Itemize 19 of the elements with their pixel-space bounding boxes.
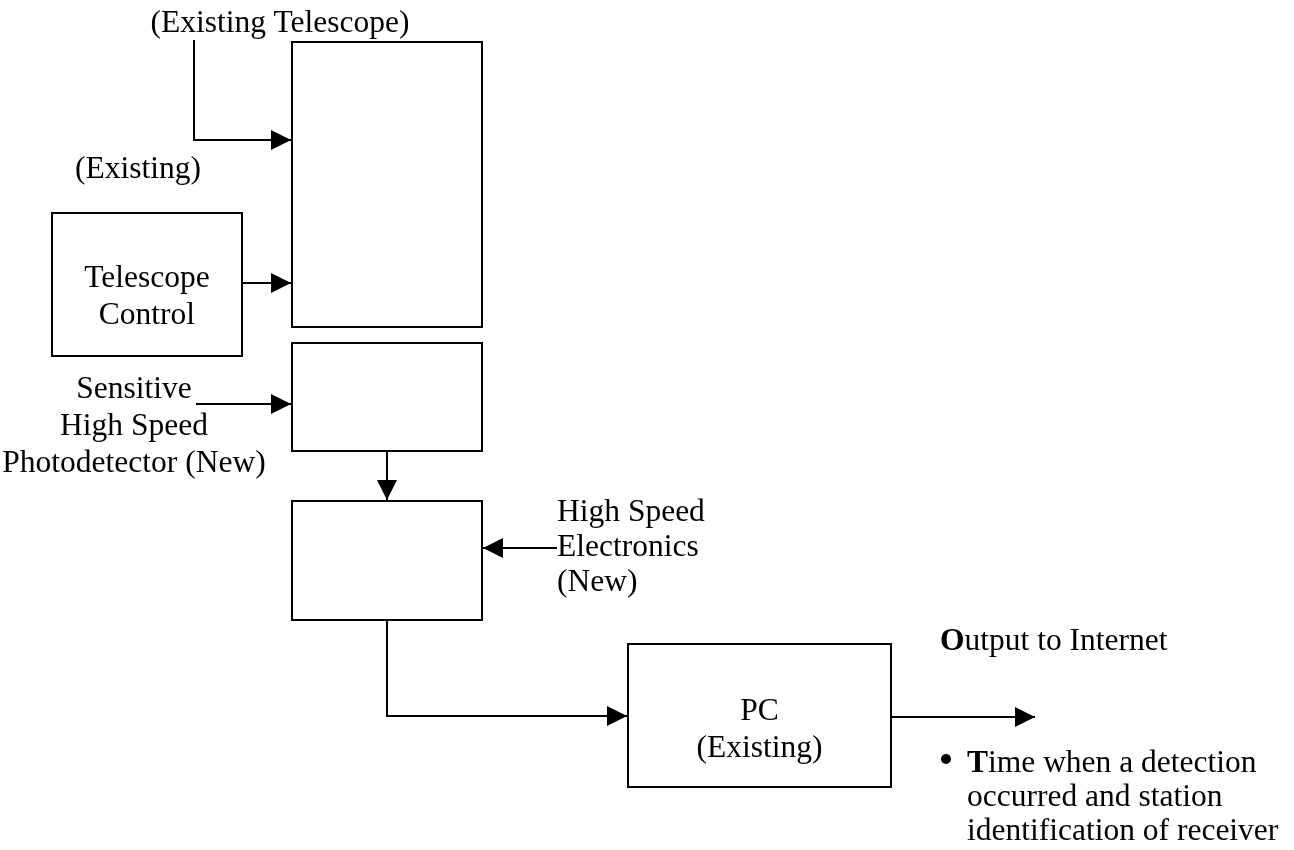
annotation-text: High Speed Electronics (New) [557,493,727,598]
photodetector-block [291,342,483,452]
node-label: Telescope Control [84,258,210,332]
telescope-block [291,41,483,328]
arrow [377,451,397,501]
annotation-text: Sensitive High Speed Photodetector (New) [0,369,268,480]
node-heading: (Existing) [75,150,201,186]
electronics-block [291,500,483,621]
process-box [627,643,892,788]
annotation-text: (Existing Telescope) [145,4,415,40]
arrow [891,707,1036,727]
arrow [193,39,292,150]
bullet-text: Time when a detection occurred and station identification of receiver [967,745,1279,847]
arrow [195,394,292,414]
arrow [386,620,628,726]
note-text: Output to Internet [940,622,1168,658]
node-label: PC (Existing) [696,691,823,765]
arrow [482,538,558,558]
arrow [242,273,292,293]
